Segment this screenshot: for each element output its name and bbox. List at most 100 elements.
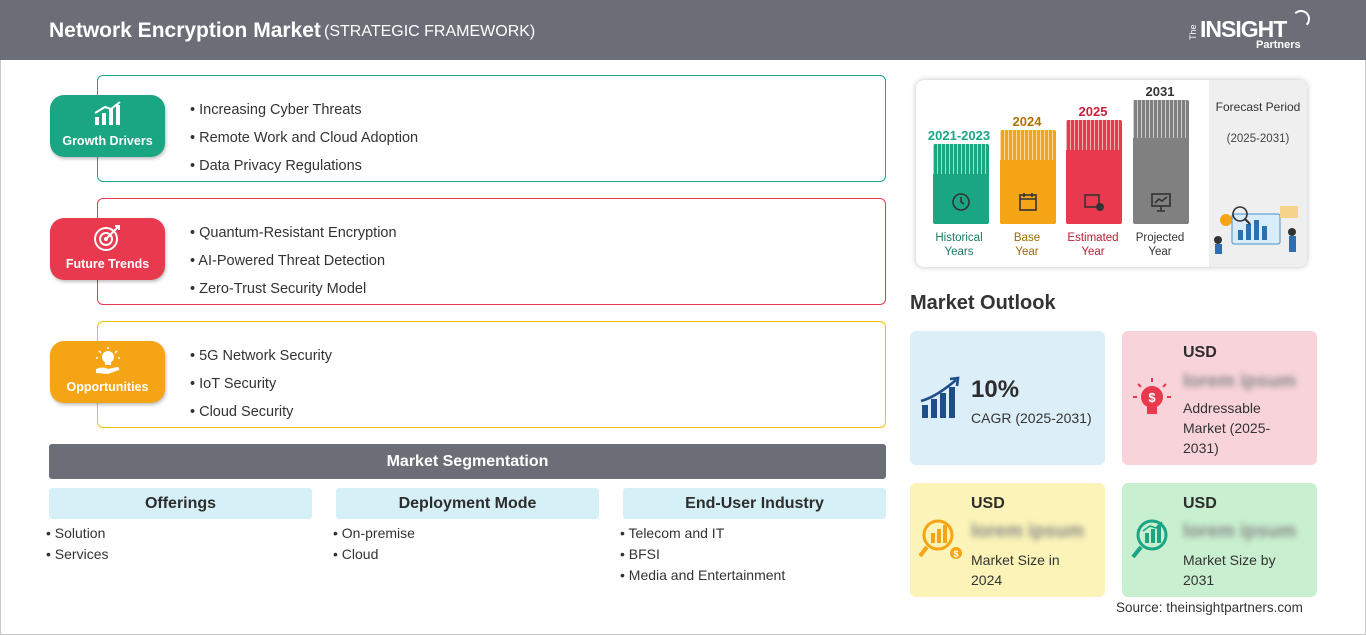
segment-list-end-user: • Telecom and IT • BFSI • Media and Ente… bbox=[620, 523, 785, 586]
addressable-market-card: $ USD lorem ipsum Addressable Market (20… bbox=[1122, 331, 1317, 465]
market-size-2031-card: USD lorem ipsum Market Size by 2031 bbox=[1122, 483, 1317, 597]
opportunities-badge: Opportunities bbox=[50, 341, 165, 403]
addressable-usd: USD bbox=[1183, 344, 1217, 361]
list-item: • Increasing Cyber Threats bbox=[190, 102, 362, 118]
logo-the-text: The bbox=[1188, 24, 1198, 40]
timeline-bar-projected bbox=[1133, 100, 1189, 224]
market-segmentation-bar: Market Segmentation bbox=[49, 444, 886, 479]
segment-heading-end-user: End-User Industry bbox=[623, 488, 886, 519]
timeline-year-historical: 2021-2023 bbox=[927, 128, 991, 143]
list-item: • Quantum-Resistant Encryption bbox=[190, 225, 397, 241]
future-trends-box: • Quantum-Resistant Encryption • AI-Powe… bbox=[97, 198, 886, 305]
market-size-2024-usd: USD bbox=[971, 495, 1005, 512]
bar-stripes bbox=[1066, 120, 1122, 150]
label-line: Year bbox=[1015, 246, 1039, 258]
timeline-label-projected: Projected Year bbox=[1120, 231, 1200, 259]
opportunities-label: Opportunities bbox=[66, 380, 149, 394]
label-line: Base bbox=[1013, 232, 1041, 244]
cagr-value: 10% bbox=[971, 376, 1020, 403]
history-icon bbox=[952, 193, 970, 211]
label-line: Historical bbox=[935, 232, 983, 244]
market-size-2024-card: $ USD lorem ipsum Market Size in 2024 bbox=[910, 483, 1105, 597]
timeline-year-projected: 2031 bbox=[1145, 84, 1175, 99]
timeline-label-historical: Historical Years bbox=[919, 231, 999, 259]
addressable-desc: Addressable Market (2025-2031) bbox=[1183, 400, 1271, 456]
label-line: Year bbox=[1081, 246, 1105, 258]
market-outlook-title: Market Outlook bbox=[910, 292, 1056, 314]
source-credit[interactable]: Source: theinsightpartners.com bbox=[1116, 600, 1303, 615]
forecast-range: (2025-2031) bbox=[1226, 133, 1290, 145]
bar-stripes bbox=[933, 144, 989, 174]
growth-chart-icon bbox=[920, 376, 960, 418]
lightbulb-dollar-icon: $ bbox=[1133, 378, 1171, 414]
timeline-bar-estimated bbox=[1066, 120, 1122, 224]
future-trends-label: Future Trends bbox=[65, 257, 150, 271]
list-item: • BFSI bbox=[620, 546, 660, 562]
target-icon bbox=[94, 225, 120, 251]
logo-partners-text: Partners bbox=[1256, 39, 1301, 51]
segment-heading-deployment: Deployment Mode bbox=[336, 488, 599, 519]
future-trends-badge: Future Trends bbox=[50, 218, 165, 280]
svg-text:$: $ bbox=[953, 549, 958, 559]
list-item: • Cloud Security bbox=[190, 404, 294, 420]
cagr-desc: CAGR (2025-2031) bbox=[971, 410, 1092, 426]
list-item: • On-premise bbox=[333, 525, 415, 541]
market-size-2024-value-blurred: lorem ipsum bbox=[971, 521, 1084, 542]
opportunities-box: • 5G Network Security • IoT Security • C… bbox=[97, 321, 886, 428]
list-item: • Telecom and IT bbox=[620, 525, 725, 541]
growth-drivers-box: • Increasing Cyber Threats • Remote Work… bbox=[97, 75, 886, 182]
timeline-bar-historical bbox=[933, 144, 989, 224]
logo-main-text: INSIGHT bbox=[1200, 16, 1287, 42]
market-size-2024-desc: Market Size in 2024 bbox=[971, 552, 1060, 588]
growth-drivers-list: • Increasing Cyber Threats • Remote Work… bbox=[190, 96, 418, 180]
insight-partners-logo[interactable]: The INSIGHT Partners bbox=[1188, 10, 1318, 54]
market-size-2031-desc: Market Size by 2031 bbox=[1183, 552, 1276, 588]
magnifier-chart-icon: $ bbox=[918, 519, 962, 559]
market-size-2031-value-blurred: lorem ipsum bbox=[1183, 521, 1296, 542]
list-item: • Media and Entertainment bbox=[620, 567, 786, 583]
bar-stripes bbox=[1133, 100, 1189, 138]
timeline-label-estimated: Estimated Year bbox=[1053, 231, 1133, 259]
list-item: • Data Privacy Regulations bbox=[190, 158, 362, 174]
segment-list-deployment: • On-premise • Cloud bbox=[333, 523, 415, 565]
header-bar: Network Encryption Market (STRATEGIC FRA… bbox=[0, 0, 1366, 60]
future-trends-list: • Quantum-Resistant Encryption • AI-Powe… bbox=[190, 219, 397, 303]
list-item: • Solution bbox=[46, 525, 106, 541]
logo-arc-icon bbox=[1292, 10, 1310, 28]
svg-text:$: $ bbox=[1148, 390, 1156, 405]
estimate-icon bbox=[1084, 194, 1104, 211]
segment-heading-offerings: Offerings bbox=[49, 488, 312, 519]
growth-drivers-label: Growth Drivers bbox=[62, 134, 153, 148]
bar-stripes bbox=[1000, 130, 1056, 160]
list-item: • AI-Powered Threat Detection bbox=[190, 253, 386, 269]
list-item: • Services bbox=[46, 546, 109, 562]
timeline-year-estimated: 2025 bbox=[1078, 104, 1108, 119]
timeline-label-base: Base Year bbox=[987, 231, 1067, 259]
timeline-year-base: 2024 bbox=[1012, 114, 1042, 129]
list-item: • 5G Network Security bbox=[190, 348, 333, 364]
list-item: • Zero-Trust Security Model bbox=[190, 281, 367, 297]
list-item: • IoT Security bbox=[190, 376, 277, 392]
hand-bulb-icon bbox=[96, 347, 120, 374]
magnifier-growth-icon bbox=[1131, 519, 1168, 559]
list-item: • Cloud bbox=[333, 546, 379, 562]
bar-growth-icon bbox=[94, 101, 121, 125]
growth-drivers-badge: Growth Drivers bbox=[50, 95, 165, 157]
label-line: Year bbox=[1148, 246, 1172, 258]
presentation-icon bbox=[1151, 193, 1171, 212]
label-line: Years bbox=[944, 246, 974, 258]
list-item: • Remote Work and Cloud Adoption bbox=[190, 130, 419, 146]
page-subtitle: (STRATEGIC FRAMEWORK) bbox=[324, 23, 536, 40]
cagr-card: 10% CAGR (2025-2031) bbox=[910, 331, 1105, 465]
segment-list-offerings: • Solution • Services bbox=[46, 523, 108, 565]
addressable-value-blurred: lorem ipsum bbox=[1183, 371, 1296, 392]
opportunities-list: • 5G Network Security • IoT Security • C… bbox=[190, 342, 332, 426]
label-line: Projected bbox=[1135, 232, 1185, 244]
market-size-2031-usd: USD bbox=[1183, 495, 1217, 512]
page-title: Network Encryption Market bbox=[49, 19, 321, 42]
forecast-title: Forecast Period bbox=[1215, 100, 1301, 114]
calendar-icon bbox=[1019, 193, 1037, 211]
timeline-bar-base bbox=[1000, 130, 1056, 224]
analytics-illustration-icon bbox=[1214, 206, 1298, 254]
label-line: Estimated bbox=[1067, 232, 1119, 244]
